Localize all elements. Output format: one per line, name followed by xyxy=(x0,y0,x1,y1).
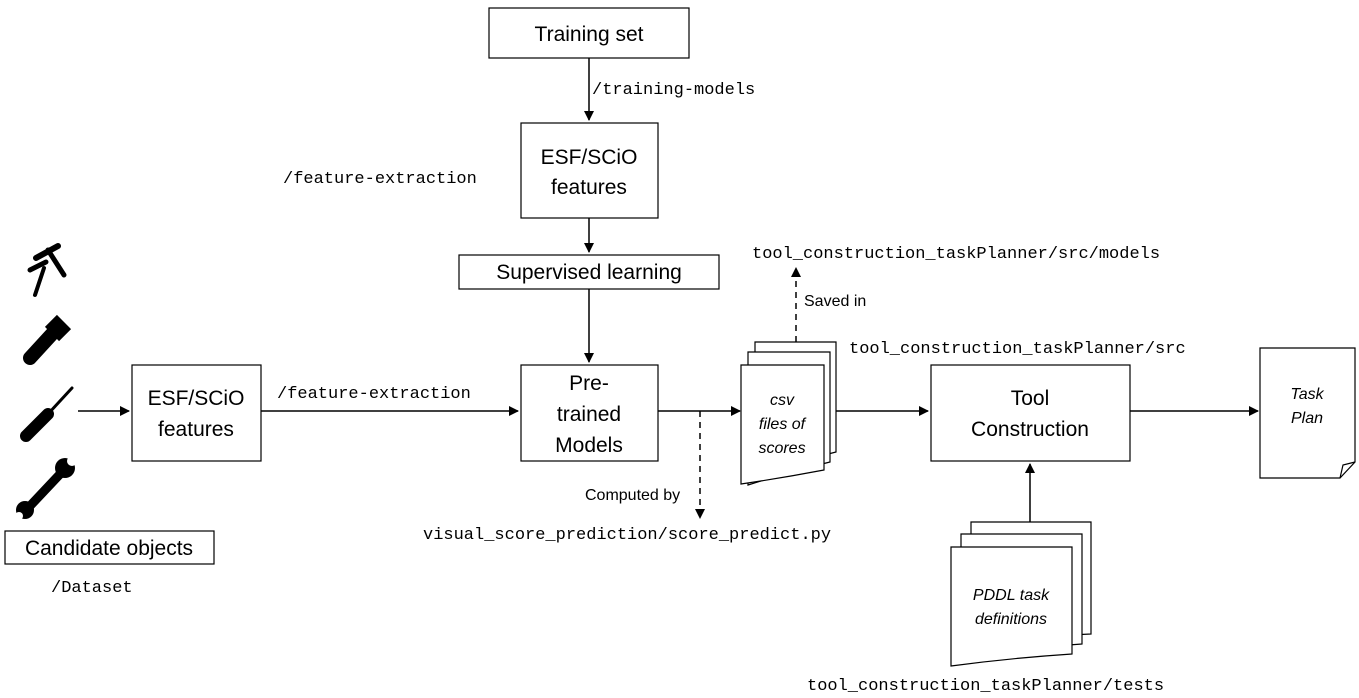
tool-line2: Construction xyxy=(971,418,1089,441)
supervised-label: Supervised learning xyxy=(496,261,682,284)
tests-dir-path: tool_construction_taskPlanner/tests xyxy=(807,677,1164,696)
models-dir-path: tool_construction_taskPlanner/src/models xyxy=(752,245,1160,264)
candidate-objects-label: Candidate objects xyxy=(25,537,193,560)
csv-files-node: csv files of scores xyxy=(740,341,837,486)
dataset-path: /Dataset xyxy=(51,579,133,598)
esf-left-line1: ESF/SCiO xyxy=(148,387,245,410)
csv-line1: csv xyxy=(770,392,795,409)
feature-extraction-top-path: /feature-extraction xyxy=(283,170,477,189)
candidate-objects-node: Candidate objects xyxy=(4,530,215,565)
tool-line1: Tool xyxy=(1011,387,1050,410)
pretrained-line2: trained xyxy=(557,403,621,426)
flashlight-icon xyxy=(23,314,72,365)
pretrained-line3: Models xyxy=(555,434,623,457)
task-line1: Task xyxy=(1290,386,1324,403)
computed-by-label: Computed by xyxy=(585,487,680,504)
csv-line2: files of xyxy=(759,416,807,433)
task-plan-node: Task Plan xyxy=(1259,347,1356,479)
screwdriver-icon xyxy=(20,386,74,442)
csv-line3: scores xyxy=(758,440,805,457)
training-set-label: Training set xyxy=(535,23,644,46)
esf-top-line2: features xyxy=(551,176,627,199)
training-models-path: /training-models xyxy=(592,81,755,100)
supervised-learning-node: Supervised learning xyxy=(458,254,720,290)
training-set-node: Training set xyxy=(488,7,690,59)
pretrained-models-node: Pre- trained Models xyxy=(520,364,659,462)
feature-extraction-mid-path: /feature-extraction xyxy=(277,385,471,404)
score-predict-path: visual_score_prediction/score_predict.py xyxy=(423,526,831,545)
saved-in-label: Saved in xyxy=(804,293,866,310)
esf-top-line1: ESF/SCiO xyxy=(541,146,638,169)
pretrained-line1: Pre- xyxy=(569,372,609,395)
src-dir-path: tool_construction_taskPlanner/src xyxy=(849,340,1186,359)
pddl-line2: definitions xyxy=(975,611,1047,628)
pddl-definitions-node: PDDL task definitions xyxy=(950,521,1092,667)
tool-construction-node: Tool Construction xyxy=(930,364,1131,462)
pddl-line1: PDDL task xyxy=(973,587,1050,604)
esf-features-left-node: ESF/SCiO features xyxy=(131,364,262,462)
task-line2: Plan xyxy=(1291,410,1323,427)
wrench-icon xyxy=(15,456,77,520)
hammer-icon xyxy=(27,243,67,297)
esf-left-line2: features xyxy=(158,418,234,441)
esf-features-top-node: ESF/SCiO features xyxy=(520,122,659,219)
